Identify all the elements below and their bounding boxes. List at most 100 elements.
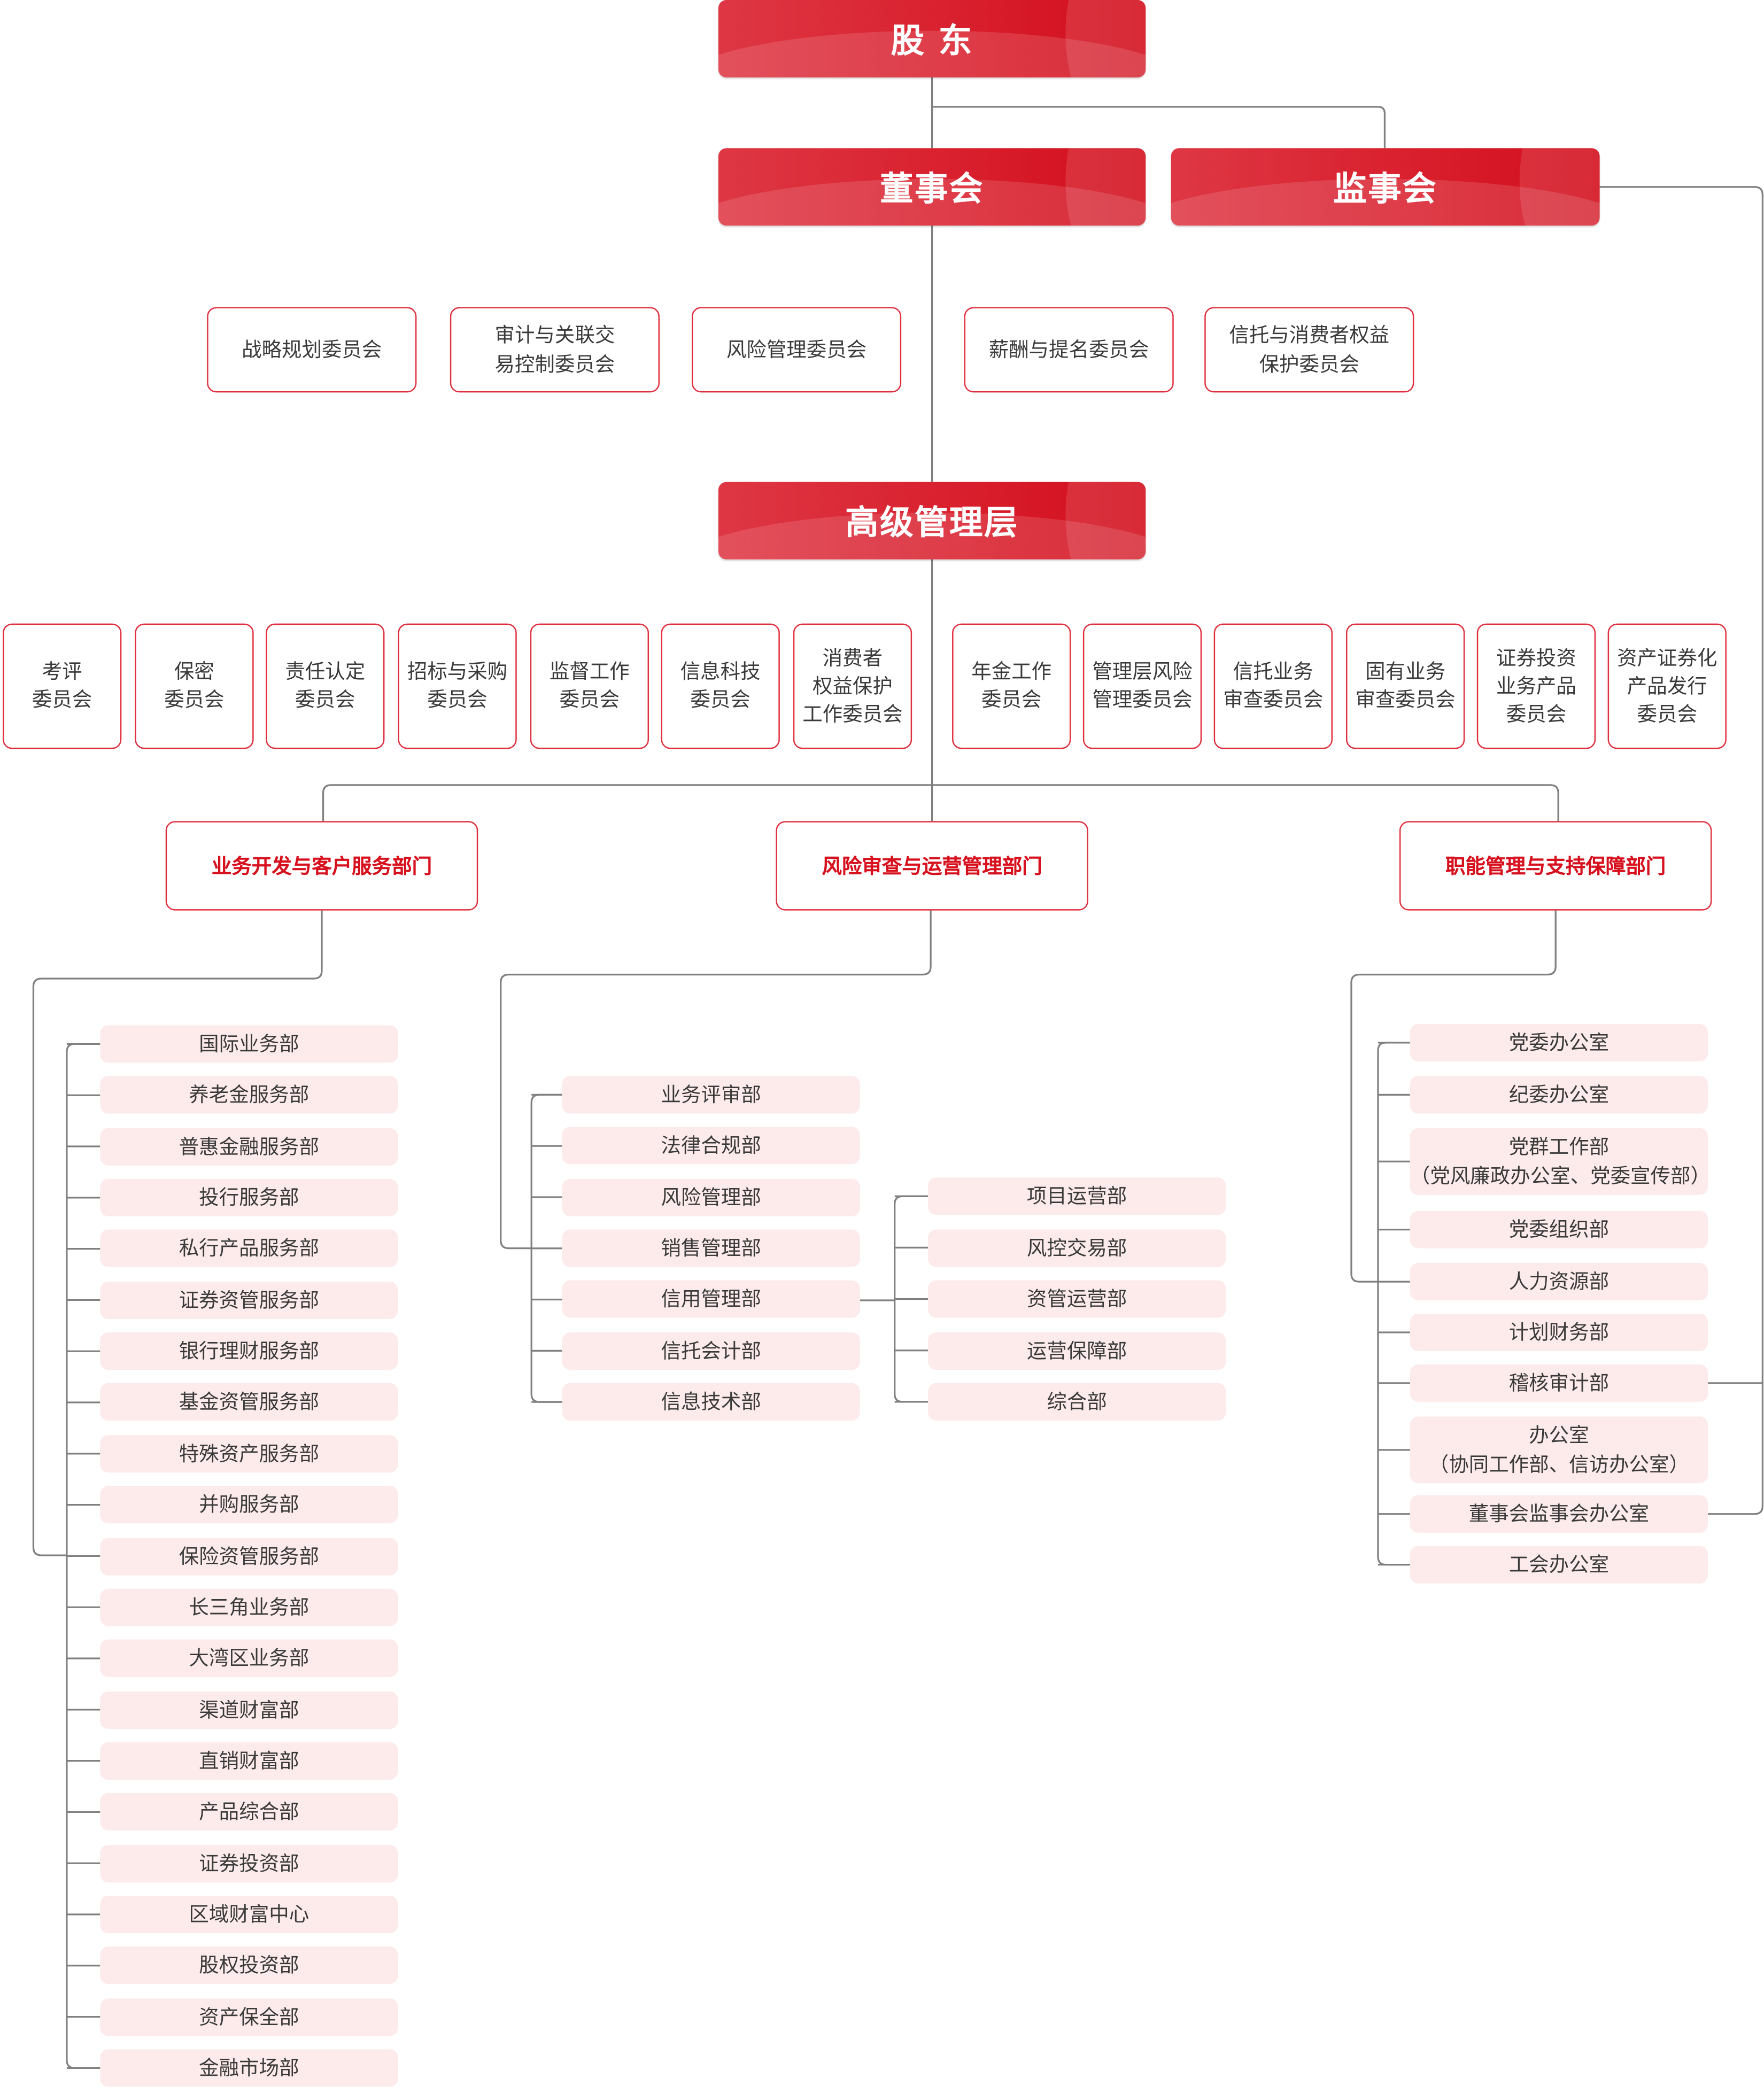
business-dept-item-label: 国际业务部 xyxy=(199,1032,299,1056)
business-dept-item: 证券投资部 xyxy=(100,1844,398,1882)
business-dept-item-label: 金融市场部 xyxy=(199,2056,299,2080)
board-committee-label: 风险管理委员会 xyxy=(726,337,867,362)
support-dept-item: 人力资源部 xyxy=(1410,1263,1708,1301)
risk-sub-dept-item-label: 运营保障部 xyxy=(1026,1338,1127,1363)
business-dept-item-label: 私行产品服务部 xyxy=(179,1237,320,1261)
management-committee-label: 信托业务 审查委员会 xyxy=(1223,660,1324,712)
business-dept-item-label: 证券投资部 xyxy=(199,1851,299,1875)
board-committee: 审计与关联交 易控制委员会 xyxy=(450,307,660,393)
risk-sub-dept-item-label: 风控交易部 xyxy=(1026,1235,1127,1260)
management-committee-label: 证券投资 业务产品 委员会 xyxy=(1496,645,1576,726)
business-dept-item-label: 证券资管服务部 xyxy=(179,1288,320,1312)
business-dept-item: 并购服务部 xyxy=(100,1486,398,1524)
risk-dept-item-label: 信息技术部 xyxy=(661,1390,761,1414)
dept-risk: 风险审查与运营管理部门 xyxy=(776,821,1088,911)
dept-business: 业务开发与客户服务部门 xyxy=(165,821,478,911)
bracket-support xyxy=(1377,1042,1410,1566)
risk-dept-item-label: 风险管理部 xyxy=(661,1185,761,1209)
management-committee: 责任认定 委员会 xyxy=(266,623,385,749)
board-committee-label: 薪酬与提名委员会 xyxy=(988,337,1149,362)
shareholders-box-label: 股 东 xyxy=(891,21,973,60)
board-committee-label: 审计与关联交 易控制委员会 xyxy=(494,323,615,377)
management-committee-label: 固有业务 审查委员会 xyxy=(1355,660,1456,712)
business-dept-item: 投行服务部 xyxy=(100,1178,398,1216)
management-committee: 保密 委员会 xyxy=(135,623,254,749)
business-dept-item-label: 直销财富部 xyxy=(199,1749,299,1773)
business-dept-item: 银行理财服务部 xyxy=(100,1332,398,1370)
supervisors-box-label: 监事会 xyxy=(1333,169,1438,208)
risk-dept-item-label: 销售管理部 xyxy=(661,1236,761,1261)
board-committee: 薪酬与提名委员会 xyxy=(964,307,1174,393)
board-committee: 风险管理委员会 xyxy=(691,307,902,393)
risk-sub-dept-item: 风控交易部 xyxy=(928,1229,1226,1267)
board-committee-label: 信托与消费者权益 保护委员会 xyxy=(1229,323,1390,377)
support-dept-item: 计划财务部 xyxy=(1410,1314,1708,1351)
dept-support: 职能管理与支持保障部门 xyxy=(1399,821,1712,911)
business-dept-item-label: 普惠金融服务部 xyxy=(179,1134,320,1159)
board-box: 董事会 xyxy=(718,148,1146,226)
support-dept-item-label: 董事会监事会办公室 xyxy=(1468,1502,1650,1526)
management-committee: 考评 委员会 xyxy=(2,623,122,749)
management-committee-label: 消费者 权益保护 工作委员会 xyxy=(802,645,903,726)
business-dept-item: 证券资管服务部 xyxy=(100,1281,398,1319)
business-dept-item: 养老金服务部 xyxy=(100,1076,398,1114)
management-committee: 信息科技 委员会 xyxy=(661,623,780,749)
business-dept-item-label: 保险资管服务部 xyxy=(179,1544,320,1568)
management-committee: 信托业务 审查委员会 xyxy=(1213,623,1333,749)
management-committee-label: 保密 委员会 xyxy=(164,660,225,712)
business-dept-item-label: 资产保全部 xyxy=(199,2005,299,2029)
management-committee: 证券投资 业务产品 委员会 xyxy=(1476,623,1596,749)
support-dept-item: 纪委办公室 xyxy=(1410,1076,1708,1114)
board-committee-label: 战略规划委员会 xyxy=(242,337,382,362)
management-committee: 监督工作 委员会 xyxy=(530,623,649,749)
risk-dept-item-label: 信用管理部 xyxy=(661,1288,761,1312)
support-dept-item-label: 党群工作部 （党风廉政办公室、党委宣传部） xyxy=(1410,1135,1711,1189)
support-dept-item-label: 党委办公室 xyxy=(1508,1030,1610,1055)
board-committee: 信托与消费者权益 保护委员会 xyxy=(1204,307,1414,393)
risk-sub-dept-item: 资管运营部 xyxy=(928,1280,1226,1318)
management-committee-label: 考评 委员会 xyxy=(32,660,92,712)
management-committee-label: 信息科技 委员会 xyxy=(680,660,761,712)
support-dept-item-label: 办公室 （协同工作部、信访办公室） xyxy=(1428,1423,1689,1477)
supervisors-box: 监事会 xyxy=(1171,148,1600,226)
risk-dept-item-label: 信托会计部 xyxy=(661,1338,761,1363)
business-dept-item-label: 渠道财富部 xyxy=(199,1697,299,1722)
management-committee-label: 资产证券化 产品发行 委员会 xyxy=(1617,645,1717,726)
risk-dept-item: 风险管理部 xyxy=(562,1178,860,1216)
business-dept-item-label: 银行理财服务部 xyxy=(179,1339,320,1363)
business-dept-item: 长三角业务部 xyxy=(100,1588,398,1626)
management-committee-label: 管理层风险 管理委员会 xyxy=(1092,660,1193,712)
business-dept-item-label: 特殊资产服务部 xyxy=(179,1441,320,1466)
senior-management-box-label: 高级管理层 xyxy=(845,503,1019,542)
connector-support xyxy=(1350,910,1557,1283)
support-dept-item: 办公室 （协同工作部、信访办公室） xyxy=(1410,1416,1708,1484)
risk-dept-item: 销售管理部 xyxy=(562,1229,860,1267)
business-dept-item: 股权投资部 xyxy=(100,1946,398,1984)
support-dept-item: 党群工作部 （党风廉政办公室、党委宣传部） xyxy=(1410,1128,1711,1195)
business-dept-item: 产品综合部 xyxy=(100,1793,398,1831)
risk-sub-dept-item: 运营保障部 xyxy=(928,1331,1226,1369)
management-committee-label: 责任认定 委员会 xyxy=(285,660,366,712)
business-dept-item: 资产保全部 xyxy=(100,1998,398,2036)
risk-dept-item-label: 法律合规部 xyxy=(661,1134,761,1158)
business-dept-item: 国际业务部 xyxy=(100,1025,398,1063)
management-committee: 管理层风险 管理委员会 xyxy=(1082,623,1202,749)
risk-sub-dept-item-label: 综合部 xyxy=(1047,1390,1107,1414)
dept-business-label: 业务开发与客户服务部门 xyxy=(211,854,432,879)
business-dept-item-label: 并购服务部 xyxy=(199,1493,299,1517)
business-dept-item-label: 养老金服务部 xyxy=(189,1083,310,1107)
risk-sub-dept-item: 项目运营部 xyxy=(928,1177,1226,1215)
management-committee-label: 招标与采购 委员会 xyxy=(407,660,508,712)
dept-risk-label: 风险审查与运营管理部门 xyxy=(822,854,1042,879)
support-dept-item: 稽核审计部 xyxy=(1410,1364,1708,1402)
risk-dept-item: 业务评审部 xyxy=(562,1076,860,1114)
connector-dept-bar xyxy=(322,784,1559,821)
connector-supervisors-office xyxy=(1599,186,1763,1515)
support-dept-item: 党委组织部 xyxy=(1410,1211,1708,1248)
support-dept-item-label: 稽核审计部 xyxy=(1508,1371,1610,1395)
risk-sub-dept-item: 综合部 xyxy=(928,1383,1226,1421)
business-dept-item: 渠道财富部 xyxy=(100,1690,398,1728)
support-dept-item: 党委办公室 xyxy=(1410,1023,1708,1061)
